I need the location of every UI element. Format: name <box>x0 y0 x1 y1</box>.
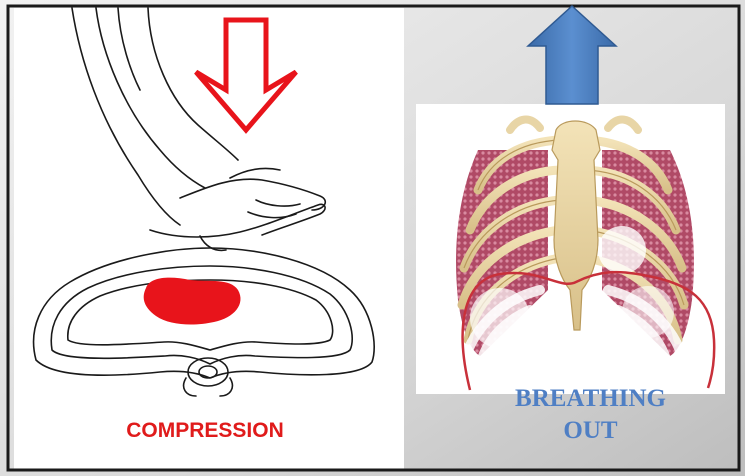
breathing-out-label: BREATHING OUT <box>478 383 703 447</box>
breathing-out-line-1: BREATHING <box>478 383 703 415</box>
compression-label: COMPRESSION <box>58 404 352 457</box>
breathing-out-line-2: OUT <box>478 415 703 447</box>
